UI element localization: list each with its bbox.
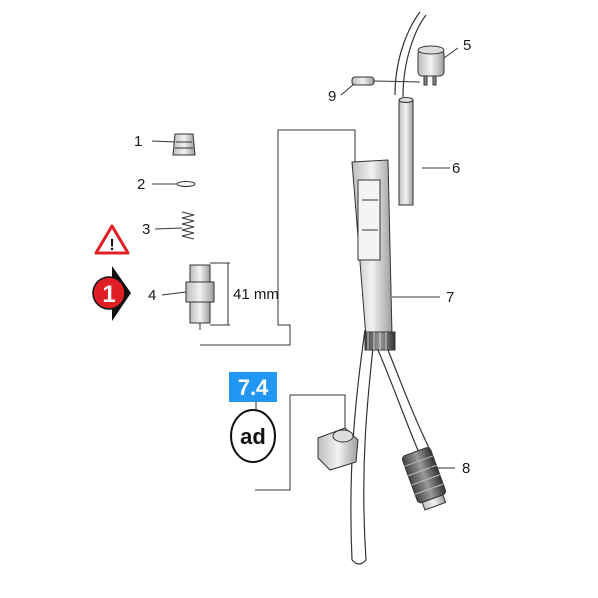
callout-1: 1 bbox=[134, 133, 142, 150]
dimension-41mm bbox=[210, 262, 230, 326]
warning-triangle-icon: ! bbox=[94, 224, 130, 255]
callout-leaders bbox=[151, 47, 459, 469]
callout-4: 4 bbox=[148, 287, 156, 304]
part-9-pin bbox=[351, 76, 421, 86]
callout-8: 8 bbox=[462, 460, 470, 477]
warning-symbol: ! bbox=[109, 237, 114, 254]
callout-9: 9 bbox=[328, 88, 336, 105]
part-7-handle bbox=[351, 159, 396, 351]
step-badge-number: 1 bbox=[102, 281, 115, 308]
step-badge: 1 bbox=[92, 266, 131, 321]
callout-7: 7 bbox=[446, 289, 454, 306]
callout-2: 2 bbox=[137, 176, 145, 193]
part-1-nozzle bbox=[172, 133, 196, 156]
ad-badge-text: ad bbox=[240, 424, 266, 449]
part-4-sleeve bbox=[185, 264, 215, 330]
hose bbox=[350, 329, 431, 565]
reference-badge-text: 7.4 bbox=[238, 375, 269, 400]
callout-6: 6 bbox=[452, 160, 460, 177]
part-6-rod bbox=[398, 97, 414, 206]
part-3-spring bbox=[181, 211, 195, 240]
reference-badge: 7.4 bbox=[229, 372, 277, 402]
part-8-filter bbox=[401, 447, 447, 511]
part-2-oring bbox=[176, 181, 196, 187]
dimension-label: 41 mm bbox=[233, 286, 279, 303]
callout-3: 3 bbox=[142, 221, 150, 238]
ad-badge: ad bbox=[230, 409, 276, 463]
callouts: 1 2 3 4 5 6 7 8 9 bbox=[134, 37, 471, 477]
part-5-cap bbox=[394, 11, 445, 98]
callout-5: 5 bbox=[463, 37, 471, 54]
hose-nut bbox=[317, 427, 359, 471]
